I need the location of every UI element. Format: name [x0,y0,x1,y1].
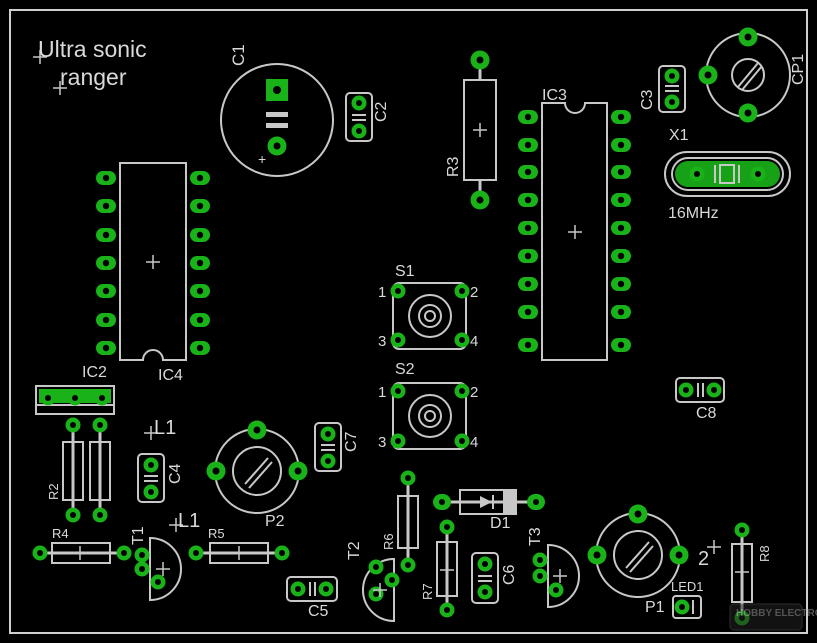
label-r6: R6 [381,533,396,550]
label-ic3: IC3 [542,87,567,104]
label-d1: D1 [490,515,511,532]
label-r2: R2 [46,483,61,500]
capacitor-c1[interactable]: C1 + [220,44,334,177]
s2-pin-2: 2 [470,384,478,401]
label-r4: R4 [52,526,69,541]
capacitor-c4[interactable]: C4 [137,453,184,503]
label-c7: C7 [343,431,360,452]
board-title: Ultra sonic ranger [32,36,147,96]
crystal-x1[interactable]: X1 16MHz [664,127,791,222]
label-c4: C4 [167,463,184,484]
label-x1: X1 [669,127,689,144]
label-x1-value: 16MHz [668,205,719,222]
s1-pin-2: 2 [470,284,478,301]
watermark-text: HOBBY ELECTRONICS [736,608,817,619]
capacitor-c2[interactable]: C2 [345,92,390,142]
svg-text:+: + [258,151,266,167]
label-r8: R8 [757,545,772,562]
diode-d1[interactable]: D1 [433,489,545,532]
watermark-logo: HOBBY ELECTRONICS [729,603,817,631]
potentiometer-p1[interactable]: P1 [587,504,689,617]
label-led1: LED1 [671,579,704,594]
label-r5: R5 [208,526,225,541]
resistor-r8[interactable]: R8 [731,522,772,626]
label-c1: C1 [229,44,248,66]
label-marker-2: 2 [698,548,709,570]
title-line-1: Ultra sonic [38,36,147,62]
resistor-r6[interactable]: R6 [381,470,419,573]
marker-l1-lower: L1 [168,510,200,533]
marker-2: 2 [698,539,722,570]
ic-ic4[interactable]: IC4 [119,162,187,384]
potentiometer-p2[interactable]: P2 [206,420,308,531]
label-c2: C2 [373,101,390,122]
resistor-r3[interactable]: R3 [445,50,497,210]
capacitor-c8[interactable]: C8 [675,377,725,422]
label-l1-lower: L1 [178,510,200,532]
label-s2: S2 [395,361,415,378]
board-outline [9,9,808,634]
transistor-t2[interactable]: T2 [346,541,400,623]
transistor-t3[interactable]: T3 [527,527,580,609]
s1-pin-3: 3 [378,333,386,350]
resistor-r2[interactable]: R2 [46,417,84,523]
regulator-ic2[interactable]: IC2 [35,364,115,415]
marker-l1-upper: L1 [143,417,176,441]
label-r3: R3 [445,156,462,177]
label-c6: C6 [501,564,518,585]
s1-pin-4: 4 [470,333,478,350]
label-l1-upper: L1 [154,417,176,439]
capacitor-c7[interactable]: C7 [314,422,360,472]
label-ic4: IC4 [158,367,183,384]
transistor-t1[interactable]: T1 [130,526,182,602]
s1-pin-1: 1 [378,284,386,301]
label-t1: T1 [130,526,147,545]
label-c3: C3 [639,89,656,110]
label-p1: P1 [645,599,665,616]
resistor-r5[interactable]: R5 [188,526,290,564]
label-ic2: IC2 [82,364,107,381]
capacitor-c5[interactable]: C5 [286,576,338,620]
title-line-2: ranger [60,64,127,90]
s2-pin-3: 3 [378,434,386,451]
label-r7: R7 [420,583,435,600]
label-t3: T3 [527,527,544,546]
trimmer-cp1[interactable]: CP1 [698,27,808,123]
label-c5: C5 [308,603,329,620]
resistor-r1[interactable] [89,417,111,523]
resistor-r4[interactable]: R4 [32,526,132,564]
label-c8: C8 [696,405,717,422]
s2-pin-4: 4 [470,434,478,451]
s2-pin-1: 1 [378,384,386,401]
switch-s1[interactable]: S1 1 2 3 4 [378,263,478,350]
label-s1: S1 [395,263,415,280]
ic-ic3[interactable]: IC3 [541,87,608,361]
label-cp1: CP1 [790,54,807,85]
label-p2: P2 [265,513,285,530]
led-led1[interactable]: LED1 [671,579,704,619]
resistor-r7[interactable]: R7 [420,519,458,618]
capacitor-c6[interactable]: C6 [471,552,518,604]
label-t2: T2 [346,541,363,560]
capacitor-c3[interactable]: C3 [639,65,686,113]
switch-s2[interactable]: S2 1 2 3 4 [378,361,478,451]
